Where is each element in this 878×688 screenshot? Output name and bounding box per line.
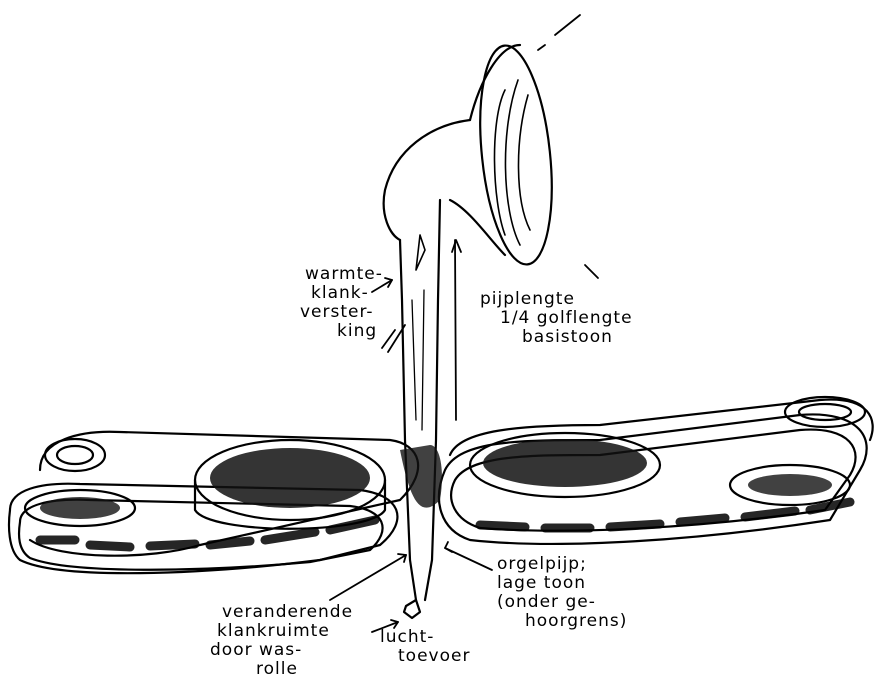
orgel-line-3: (onder ge- [497,593,627,612]
orgel-line-4: hoorgrens) [525,612,627,631]
lucht-line-1: lucht- [380,628,470,647]
right-roll [439,397,873,544]
horn-bell [384,42,562,268]
orgel-line-2: lage toon [497,574,627,593]
pijp-annotation: pijplengte 1/4 golflengte basistoon [480,290,633,347]
pijp-line-2: 1/4 golflengte [500,309,633,328]
warmte-line-4: king [337,322,383,341]
orgel-line-1: orgelpijp; [497,555,627,574]
warmte-line-1: warmte- [305,265,383,284]
pipe [382,200,461,618]
warmte-annotation: warmte- klank- verster- king [305,265,383,341]
ruimte-line-4: rolle [256,660,353,679]
ruimte-annotation: veranderende klankruimte door was- rolle [222,603,353,679]
ruimte-line-2: klankruimte [217,622,353,641]
pijp-line-1: pijplengte [480,290,633,309]
lucht-line-2: toevoer [398,647,470,666]
lucht-annotation: lucht- toevoer [380,628,470,666]
ruimte-line-3: door was- [210,641,353,660]
left-roll [9,432,418,573]
pijp-line-3: basistoon [522,328,633,347]
warmte-line-2: klank- [311,284,383,303]
warmte-line-3: verster- [300,303,383,322]
ruimte-line-1: veranderende [222,603,353,622]
orgel-annotation: orgelpijp; lage toon (onder ge- hoorgren… [497,555,627,631]
